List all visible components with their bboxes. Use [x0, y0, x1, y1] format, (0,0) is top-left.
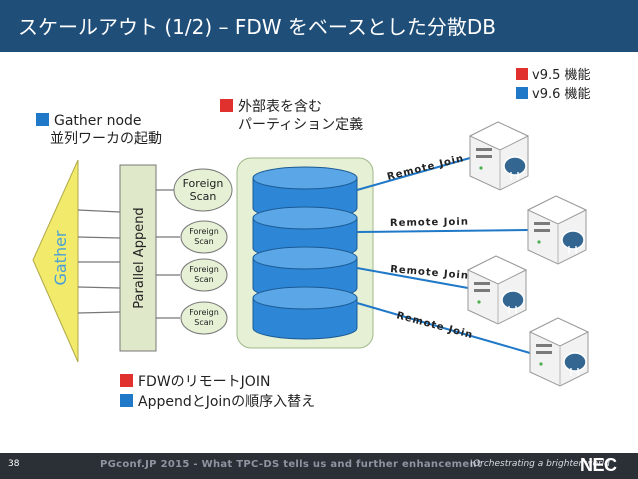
foreign-scan-3 — [180, 258, 228, 292]
parallel-append-label: Parallel Append — [132, 207, 147, 308]
gather-connector-2 — [77, 236, 121, 239]
elephant-icon-legs — [568, 246, 577, 254]
append-note-label: AppendとJoinの順序入替え — [138, 394, 316, 410]
foreign-scan-2 — [180, 220, 228, 254]
elephant-icon — [561, 230, 585, 250]
partition-segment-1-top — [252, 166, 358, 190]
server-2-slot-1 — [534, 222, 550, 225]
slide-number: 38 — [8, 459, 20, 469]
elephant-icon — [503, 156, 527, 176]
partition-segment-4-top — [252, 286, 358, 310]
server-2-led — [537, 240, 541, 244]
server-3-slot-1 — [474, 282, 490, 285]
legend-red-swatch — [516, 67, 528, 80]
remote-join-label-3: Remote Join — [390, 264, 470, 282]
footer-text: PGconf.JP 2015 - What TPC-DS tells us an… — [100, 459, 482, 470]
server-3-top — [466, 255, 528, 285]
foreign-note: 外部表を含む パーティション定義 — [220, 98, 363, 134]
parallel-append-node — [119, 164, 157, 352]
server-1 — [468, 121, 530, 191]
remote-join-line-2 — [356, 229, 529, 233]
server-4-slot-1 — [536, 344, 552, 347]
gather-note-sub: 並列ワーカの起動 — [50, 131, 162, 147]
server-4-top — [528, 317, 590, 347]
foreign-scan-3-line1: Foreign — [189, 265, 219, 274]
gather-note-title: Gather node — [54, 113, 142, 129]
gather-connector-1 — [77, 209, 121, 213]
server-1-led — [479, 166, 483, 170]
legend-v95-label: v9.5 機能 — [532, 68, 591, 83]
foreign-note-title: 外部表を含む — [238, 99, 322, 115]
foreign-scan-2-line2: Scan — [194, 237, 213, 246]
remote-join-label-1: Remote Join — [386, 153, 465, 183]
server-3-led — [477, 300, 481, 304]
fdw-note-label: FDWのリモートJOIN — [138, 374, 271, 390]
gather-connector-4 — [77, 286, 121, 289]
elephant-icon — [501, 290, 525, 310]
server-1-slot-1 — [476, 148, 492, 151]
server-2 — [526, 195, 588, 265]
elephant-icon-legs — [570, 368, 579, 376]
server-1-top — [468, 121, 530, 151]
foreign-note-swatch — [220, 99, 233, 112]
server-4-led — [539, 362, 543, 366]
foreign-scan-4 — [180, 301, 228, 335]
remote-join-line-4 — [356, 302, 531, 354]
gather-connector-5 — [77, 311, 121, 314]
fdw-note: FDWのリモートJOIN — [120, 373, 270, 391]
server-2-slot-2 — [534, 229, 550, 232]
fdw-note-swatch — [120, 374, 133, 387]
remote-join-label-2: Remote Join — [390, 217, 469, 229]
legend-v96: v9.6 機能 — [516, 83, 591, 102]
legend-v96-label: v9.6 機能 — [532, 87, 591, 102]
slide-title: スケールアウト (1/2) – FDW をベースとした分散DB — [18, 15, 497, 39]
legend-v95: v9.5 機能 — [516, 64, 591, 83]
foreign-scan-1-line1: Foreign — [183, 177, 224, 190]
remote-join-label-4: Remote Join — [395, 310, 474, 341]
foreign-scan-4-line1: Foreign — [189, 308, 219, 317]
gather-node — [32, 159, 79, 363]
elephant-icon-legs — [508, 306, 517, 314]
partition-segment-2-top — [252, 206, 358, 230]
elephant-icon-legs — [510, 172, 519, 180]
append-note: AppendとJoinの順序入替え — [120, 393, 315, 411]
server-2-top — [526, 195, 588, 225]
elephant-icon — [563, 352, 587, 372]
server-3 — [466, 255, 528, 325]
gather-label: Gather — [51, 230, 70, 285]
gather-note-swatch — [36, 113, 49, 126]
server-4-slot-2 — [536, 351, 552, 354]
foreign-note-sub: パーティション定義 — [238, 117, 364, 133]
remote-join-line-3 — [356, 267, 469, 289]
footer-bar — [0, 453, 638, 479]
server-1-slot-2 — [476, 155, 492, 158]
nec-logo: NEC — [580, 455, 617, 475]
foreign-scan-2-line1: Foreign — [189, 227, 219, 236]
foreign-scan-1 — [173, 168, 233, 212]
partition-segment-4 — [252, 297, 358, 340]
foreign-scan-3-line2: Scan — [194, 275, 213, 284]
server-4 — [528, 317, 590, 387]
append-note-swatch — [120, 394, 133, 407]
gather-note: Gather node 並列ワーカの起動 — [36, 112, 162, 148]
remote-join-line-1 — [356, 157, 471, 191]
legend-blue-swatch — [516, 86, 528, 99]
footer-tagline: \Orchestrating a brighter world — [470, 459, 610, 469]
partition-segment-3-top — [252, 246, 358, 270]
partitioned-table-cylinder — [252, 166, 358, 340]
foreign-scan-4-line2: Scan — [194, 318, 213, 327]
title-bar — [0, 0, 638, 52]
foreign-scan-1-line2: Scan — [190, 190, 217, 203]
server-3-slot-2 — [474, 289, 490, 292]
